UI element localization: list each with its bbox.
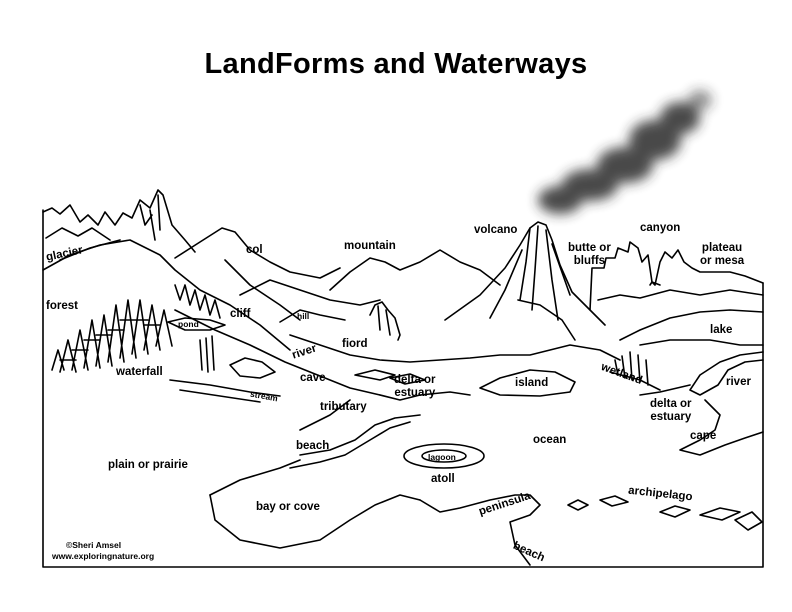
label-volcano: volcano [474, 224, 518, 236]
lake [619, 309, 764, 341]
tributary-beach [299, 414, 421, 456]
label-plateau: plateau or mesa [700, 242, 744, 268]
label-cave: cave [300, 372, 326, 384]
credit-author: ©Sheri Amsel [66, 540, 122, 550]
label-plain: plain or prairie [108, 459, 188, 471]
credit: ©Sheri Amsel www.exploringnature.org [52, 540, 154, 562]
label-fiord: fiord [342, 338, 368, 350]
label-cliff: cliff [230, 308, 251, 320]
label-lagoon: lagoon [428, 452, 456, 462]
cave [229, 357, 276, 379]
mountain-range [329, 249, 501, 291]
pond [167, 317, 226, 331]
island [479, 369, 576, 397]
label-atoll: atoll [431, 473, 455, 485]
wetland [609, 351, 661, 391]
shoreline-top [299, 391, 471, 431]
label-butte-text: butte or bluffs [568, 242, 611, 267]
picture-frame [42, 209, 764, 568]
label-bay: bay or cove [256, 501, 320, 513]
label-forest: forest [46, 300, 78, 312]
peninsula [419, 494, 541, 566]
label-col: col [246, 244, 263, 256]
river-bank-right [289, 334, 621, 363]
river-right [689, 351, 764, 396]
label-delta-left-text: delta or estuary [394, 374, 436, 399]
cliff [369, 301, 401, 341]
label-hill: hill [297, 311, 310, 321]
label-beach-top: beach [296, 440, 330, 452]
label-delta-right-text: delta or estuary [650, 398, 692, 423]
label-river-right: river [726, 376, 751, 388]
credit-site: www.exploringnature.org [52, 551, 155, 561]
label-island: island [515, 377, 549, 389]
page-title: LandForms and Waterways [204, 48, 588, 80]
label-mountain: mountain [344, 240, 396, 252]
label-delta-right: delta or estuary [650, 398, 692, 424]
label-delta-left: delta or estuary [394, 374, 436, 400]
label-canyon: canyon [640, 222, 681, 234]
volcano [444, 221, 606, 326]
waterfall [199, 335, 215, 373]
label-butte: butte or bluffs [568, 242, 611, 268]
forest-trees [51, 284, 221, 373]
bay [209, 494, 421, 549]
label-tributary: tributary [320, 401, 367, 413]
delta-left [354, 369, 426, 385]
col-mountain [174, 227, 341, 279]
river-bank-left [174, 309, 381, 396]
label-ocean: ocean [533, 434, 567, 446]
label-cape: cape [690, 430, 717, 442]
shoreline-bottom [209, 459, 301, 496]
label-waterfall: waterfall [116, 366, 163, 378]
label-pond: pond [178, 319, 199, 329]
label-lake: lake [710, 324, 733, 336]
cape [679, 399, 764, 456]
atoll [403, 443, 485, 469]
glacier-mountains [42, 189, 196, 253]
archipelago [567, 495, 763, 531]
volcano-smoke [538, 90, 712, 214]
stream [169, 379, 281, 403]
label-plateau-text: plateau or mesa [700, 242, 745, 267]
lagoon [421, 449, 467, 463]
